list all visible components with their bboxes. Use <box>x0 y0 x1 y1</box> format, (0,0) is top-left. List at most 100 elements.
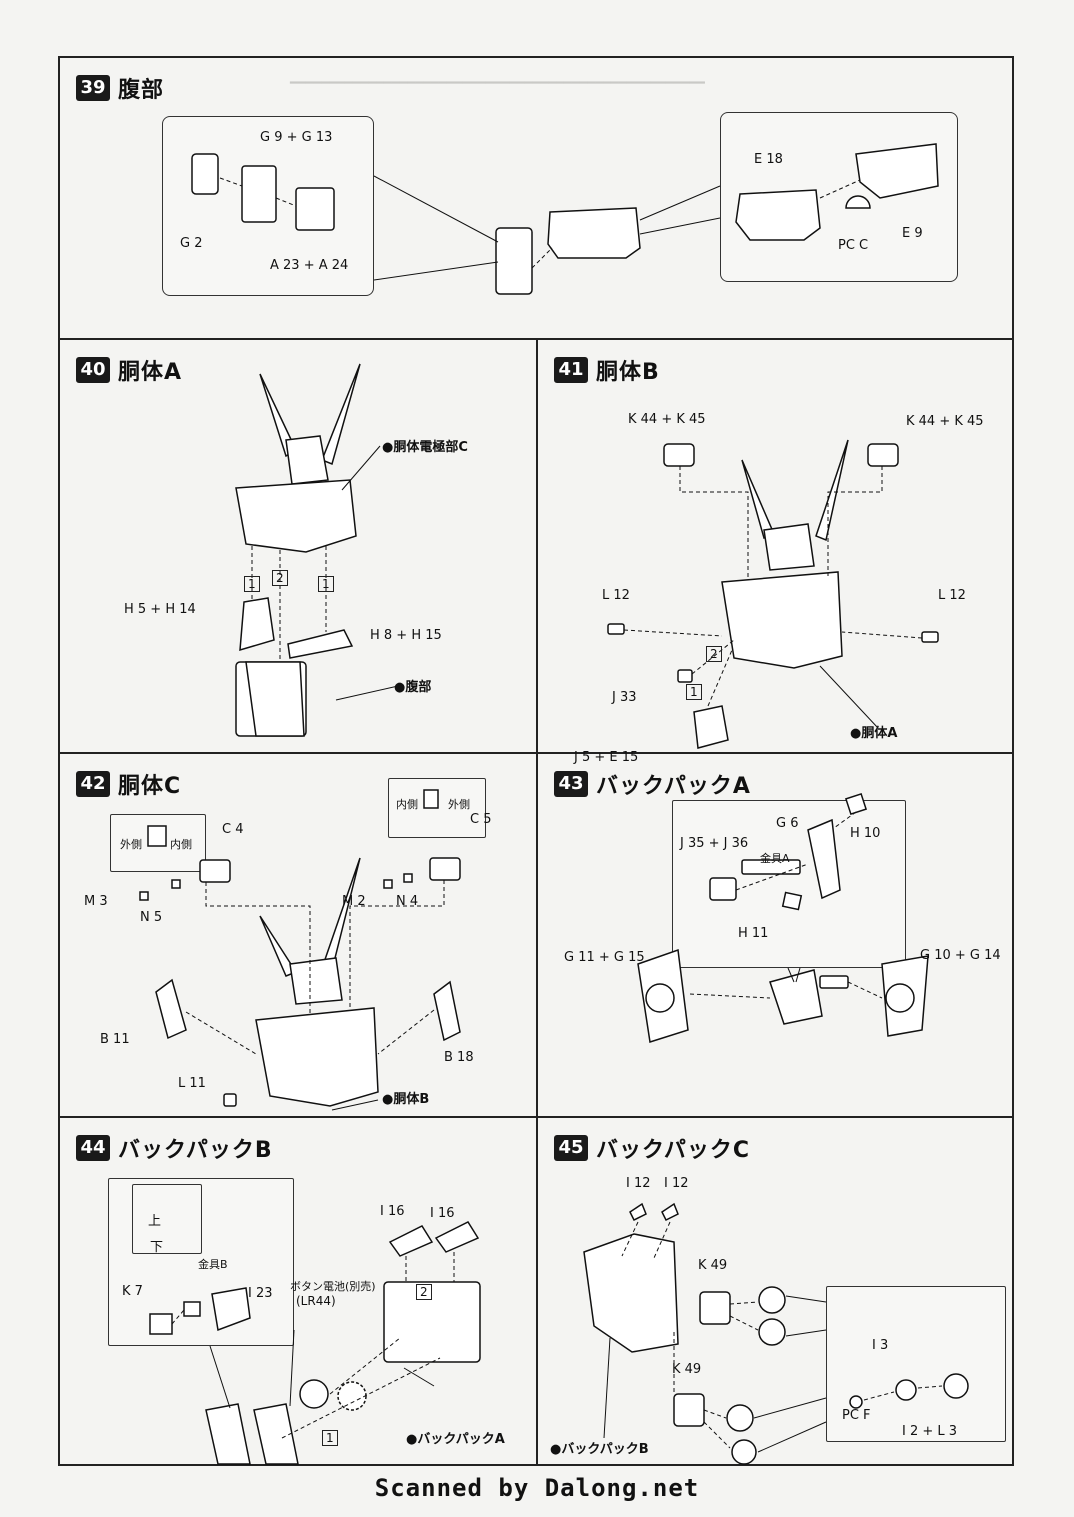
step-title: 胴体C <box>118 774 182 799</box>
label-j5-e15: J 5 + E 15 <box>574 750 639 765</box>
orientation-callout-right <box>388 778 486 838</box>
step-number: 44 <box>76 1135 110 1161</box>
backpack-c-assembly-drawing <box>583 1202 969 1465</box>
step-title: 胴体A <box>118 360 183 385</box>
step-43-header: 43 バックパックA <box>554 768 751 800</box>
step-39-panel: 39 腹部 ━━━━━━━━━━━━━━━━━━━━━━━━━━━━━━━━━━… <box>60 58 1012 340</box>
step-title: バックパックB <box>118 1138 273 1163</box>
step-45-panel: 45 バックパックC <box>538 1118 1012 1465</box>
step-title: バックパックC <box>596 1138 751 1163</box>
step-45-header: 45 バックパックC <box>554 1132 750 1164</box>
label-up: 上 <box>148 1214 162 1229</box>
label-battery: ボタン電池(別売) <box>290 1280 376 1293</box>
instruction-sheet: 39 腹部 ━━━━━━━━━━━━━━━━━━━━━━━━━━━━━━━━━━… <box>58 56 1014 1466</box>
label-backpack-a: ●バックパックA <box>406 1432 505 1447</box>
label-h8-h15: H 8 + H 15 <box>370 628 442 643</box>
label-h11: H 11 <box>738 926 769 941</box>
order-marker: 1 <box>318 576 334 592</box>
step-number: 40 <box>76 357 110 383</box>
label-l12-left: L 12 <box>602 588 630 603</box>
label-i16b: I 16 <box>430 1206 455 1221</box>
label-abdomen: ●腹部 <box>394 680 432 695</box>
label-g9-g13: G 9 + G 13 <box>260 130 333 145</box>
step-41-header: 41 胴体B <box>554 354 660 386</box>
step-number: 39 <box>76 75 110 101</box>
order-marker: 1 <box>244 576 260 592</box>
label-outer-left: 外側 <box>120 838 142 851</box>
step-number: 41 <box>554 357 588 383</box>
orientation-callout <box>132 1184 202 1254</box>
torso-a-assembly-drawing <box>235 363 399 737</box>
step-41-panel: 41 胴体B <box>538 340 1012 765</box>
label-j35-j36: J 35 + J 36 <box>680 836 749 851</box>
torso-c-assembly-drawing <box>139 789 461 1111</box>
label-m3: M 3 <box>84 894 108 909</box>
step-title: バックパックA <box>596 774 751 799</box>
torso-b-assembly-drawing <box>607 439 939 749</box>
label-i12a: I 12 <box>626 1176 651 1191</box>
label-g10-g14: G 10 + G 14 <box>920 948 1001 963</box>
label-torso-a: ●胴体A <box>850 726 898 741</box>
label-electrode-c: ●胴体電極部C <box>382 440 468 455</box>
label-j33: J 33 <box>612 690 637 705</box>
label-h5-h14: H 5 + H 14 <box>124 602 196 617</box>
order-marker: 1 <box>686 684 702 700</box>
label-a23-a24: A 23 + A 24 <box>270 258 349 273</box>
bleed-through-text: ━━━━━━━━━━━━━━━━━━━━━━━━━━━━━━━━━━━━━━━━… <box>290 76 705 91</box>
abdomen-assembly-drawing <box>191 143 939 295</box>
label-c5: C 5 <box>470 812 492 827</box>
label-g6: G 6 <box>776 816 799 831</box>
label-inner-left: 内側 <box>170 838 192 851</box>
label-b18: B 18 <box>444 1050 474 1065</box>
label-i23: I 23 <box>248 1286 273 1301</box>
label-i16a: I 16 <box>380 1204 405 1219</box>
label-pc-c: PC C <box>838 238 869 253</box>
label-l12-right: L 12 <box>938 588 966 603</box>
order-marker: 1 <box>322 1430 338 1446</box>
label-c4: C 4 <box>222 822 244 837</box>
label-n4: N 4 <box>396 894 419 909</box>
label-i2-l3: I 2 + L 3 <box>902 1424 958 1439</box>
label-e18: E 18 <box>754 152 783 167</box>
label-g2: G 2 <box>180 236 203 251</box>
label-down: 下 <box>150 1240 164 1255</box>
step-42-header: 42 胴体C <box>76 768 181 800</box>
label-i12b: I 12 <box>664 1176 689 1191</box>
label-h10: H 10 <box>850 826 881 841</box>
label-battery-model: (LR44) <box>296 1294 336 1308</box>
label-m2: M 2 <box>342 894 366 909</box>
label-k49b: K 49 <box>672 1362 702 1377</box>
step-42-panel: 42 胴体C <box>60 754 538 1118</box>
label-backpack-b: ●バックパックB <box>550 1442 649 1457</box>
step-39-header: 39 腹部 <box>76 72 164 104</box>
label-k49a: K 49 <box>698 1258 728 1273</box>
order-marker: 2 <box>706 646 722 662</box>
step-40-panel: 40 胴体A 1 2 1 ●胴体電極部C <box>60 340 538 754</box>
label-e9: E 9 <box>902 226 923 241</box>
order-marker: 2 <box>416 1284 432 1300</box>
step-number: 45 <box>554 1135 588 1161</box>
detail-callout <box>826 1286 1006 1442</box>
label-l11: L 11 <box>178 1076 206 1091</box>
backpack-a-assembly-drawing <box>637 792 929 1043</box>
label-k7: K 7 <box>122 1284 143 1299</box>
label-k44-k45-right: K 44 + K 45 <box>906 414 984 429</box>
label-k44-k45-left: K 44 + K 45 <box>628 412 706 427</box>
step-44-header: 44 バックパックB <box>76 1132 273 1164</box>
label-outer-right: 外側 <box>448 798 470 811</box>
label-i3: I 3 <box>872 1338 889 1353</box>
step-title: 腹部 <box>118 78 165 103</box>
step-number: 43 <box>554 771 588 797</box>
label-pc-f: PC F <box>842 1408 871 1423</box>
step-title: 胴体B <box>596 360 660 385</box>
label-metal-b: 金具B <box>198 1258 228 1271</box>
label-b11: B 11 <box>100 1032 130 1047</box>
step-43-panel: 43 バックパックA <box>538 754 1012 1118</box>
right-inset <box>720 112 958 282</box>
label-torso-b: ●胴体B <box>382 1092 430 1107</box>
backpack-b-assembly-drawing <box>149 1221 481 1465</box>
label-g11-g15: G 11 + G 15 <box>564 950 645 965</box>
step-number: 42 <box>76 771 110 797</box>
label-inner-right: 内側 <box>396 798 418 811</box>
order-marker: 2 <box>272 570 288 586</box>
